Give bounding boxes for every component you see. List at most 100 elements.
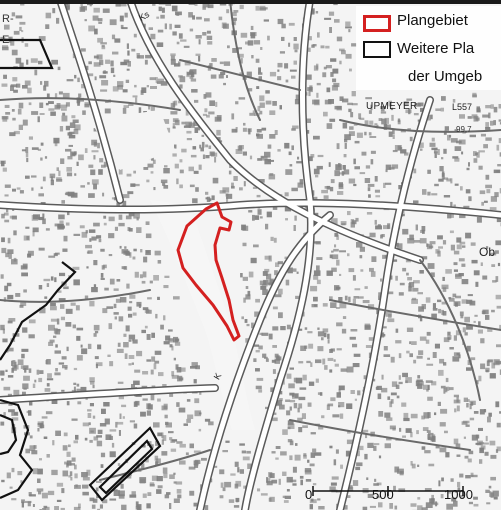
building-block — [349, 336, 356, 340]
building-block — [313, 65, 319, 71]
building-block — [317, 327, 320, 330]
building-block — [156, 489, 162, 494]
building-block — [380, 111, 387, 114]
building-block — [340, 464, 343, 469]
building-block — [405, 428, 412, 433]
building-block — [93, 260, 98, 266]
building-block — [4, 219, 10, 223]
building-block — [113, 288, 119, 291]
building-block — [439, 358, 445, 364]
building-block — [133, 423, 138, 429]
building-block — [100, 464, 104, 468]
building-block — [298, 427, 303, 433]
building-block — [237, 53, 244, 58]
building-block — [446, 178, 452, 182]
building-block — [318, 426, 324, 430]
building-block — [299, 387, 307, 390]
building-block — [277, 76, 282, 81]
other-plan-area-south — [88, 426, 162, 502]
building-block — [37, 423, 44, 426]
building-block — [488, 112, 491, 119]
building-block — [269, 496, 275, 502]
building-block — [418, 306, 424, 312]
building-block — [148, 104, 151, 110]
building-block — [433, 151, 438, 154]
building-block — [100, 248, 105, 252]
building-block — [396, 395, 400, 399]
building-block — [15, 57, 22, 64]
building-block — [312, 483, 317, 486]
building-block — [353, 183, 357, 187]
building-block — [100, 277, 105, 280]
building-block — [66, 463, 69, 468]
building-block — [473, 151, 477, 156]
building-block — [346, 403, 353, 409]
building-block — [466, 299, 473, 304]
building-block — [495, 250, 499, 254]
building-block — [464, 332, 468, 336]
building-block — [295, 443, 298, 446]
building-block — [54, 140, 58, 147]
building-block — [97, 37, 103, 43]
building-block — [350, 390, 355, 394]
building-block — [291, 187, 298, 192]
building-block — [300, 345, 307, 351]
building-block — [87, 409, 92, 412]
building-block — [281, 23, 286, 29]
building-block — [353, 353, 361, 357]
building-block — [103, 222, 107, 226]
building-block — [164, 23, 167, 30]
building-block — [65, 102, 70, 107]
building-block — [472, 92, 477, 96]
building-block — [466, 325, 473, 330]
building-block — [423, 384, 430, 390]
plan-area-outline[interactable] — [176, 201, 241, 342]
building-block — [50, 179, 54, 186]
building-block — [2, 116, 8, 122]
building-block — [453, 204, 456, 207]
building-block — [202, 113, 207, 116]
building-block — [152, 159, 156, 164]
building-block — [257, 105, 261, 112]
building-block — [100, 273, 104, 278]
building-block — [271, 417, 278, 422]
building-block — [255, 5, 260, 11]
building-block — [245, 41, 250, 45]
legend-label-plan-area: Plangebiet — [397, 12, 468, 29]
building-block — [31, 111, 39, 115]
building-block — [13, 389, 20, 396]
building-block — [385, 311, 392, 317]
building-block — [174, 63, 180, 67]
building-block — [88, 164, 94, 168]
building-block — [406, 272, 409, 276]
building-block — [402, 228, 409, 235]
building-block — [306, 118, 311, 123]
building-block — [344, 505, 348, 510]
building-block — [447, 331, 451, 336]
building-block — [66, 79, 74, 82]
building-block — [429, 142, 436, 147]
building-block — [471, 434, 478, 441]
building-block — [129, 420, 135, 423]
building-block — [384, 117, 389, 124]
building-block — [260, 286, 267, 290]
building-block — [450, 244, 455, 251]
building-block — [176, 441, 183, 444]
building-block — [323, 195, 329, 199]
building-block — [46, 93, 50, 99]
building-block — [453, 335, 457, 341]
building-block — [369, 120, 374, 125]
building-block — [22, 383, 29, 389]
building-block — [323, 111, 328, 117]
building-block — [411, 463, 416, 469]
building-block — [52, 8, 56, 14]
building-block — [358, 113, 362, 119]
building-block — [198, 164, 202, 170]
building-block — [87, 343, 92, 349]
building-block — [336, 259, 340, 266]
building-block — [339, 413, 344, 419]
building-block — [298, 403, 303, 409]
building-block — [289, 392, 295, 396]
